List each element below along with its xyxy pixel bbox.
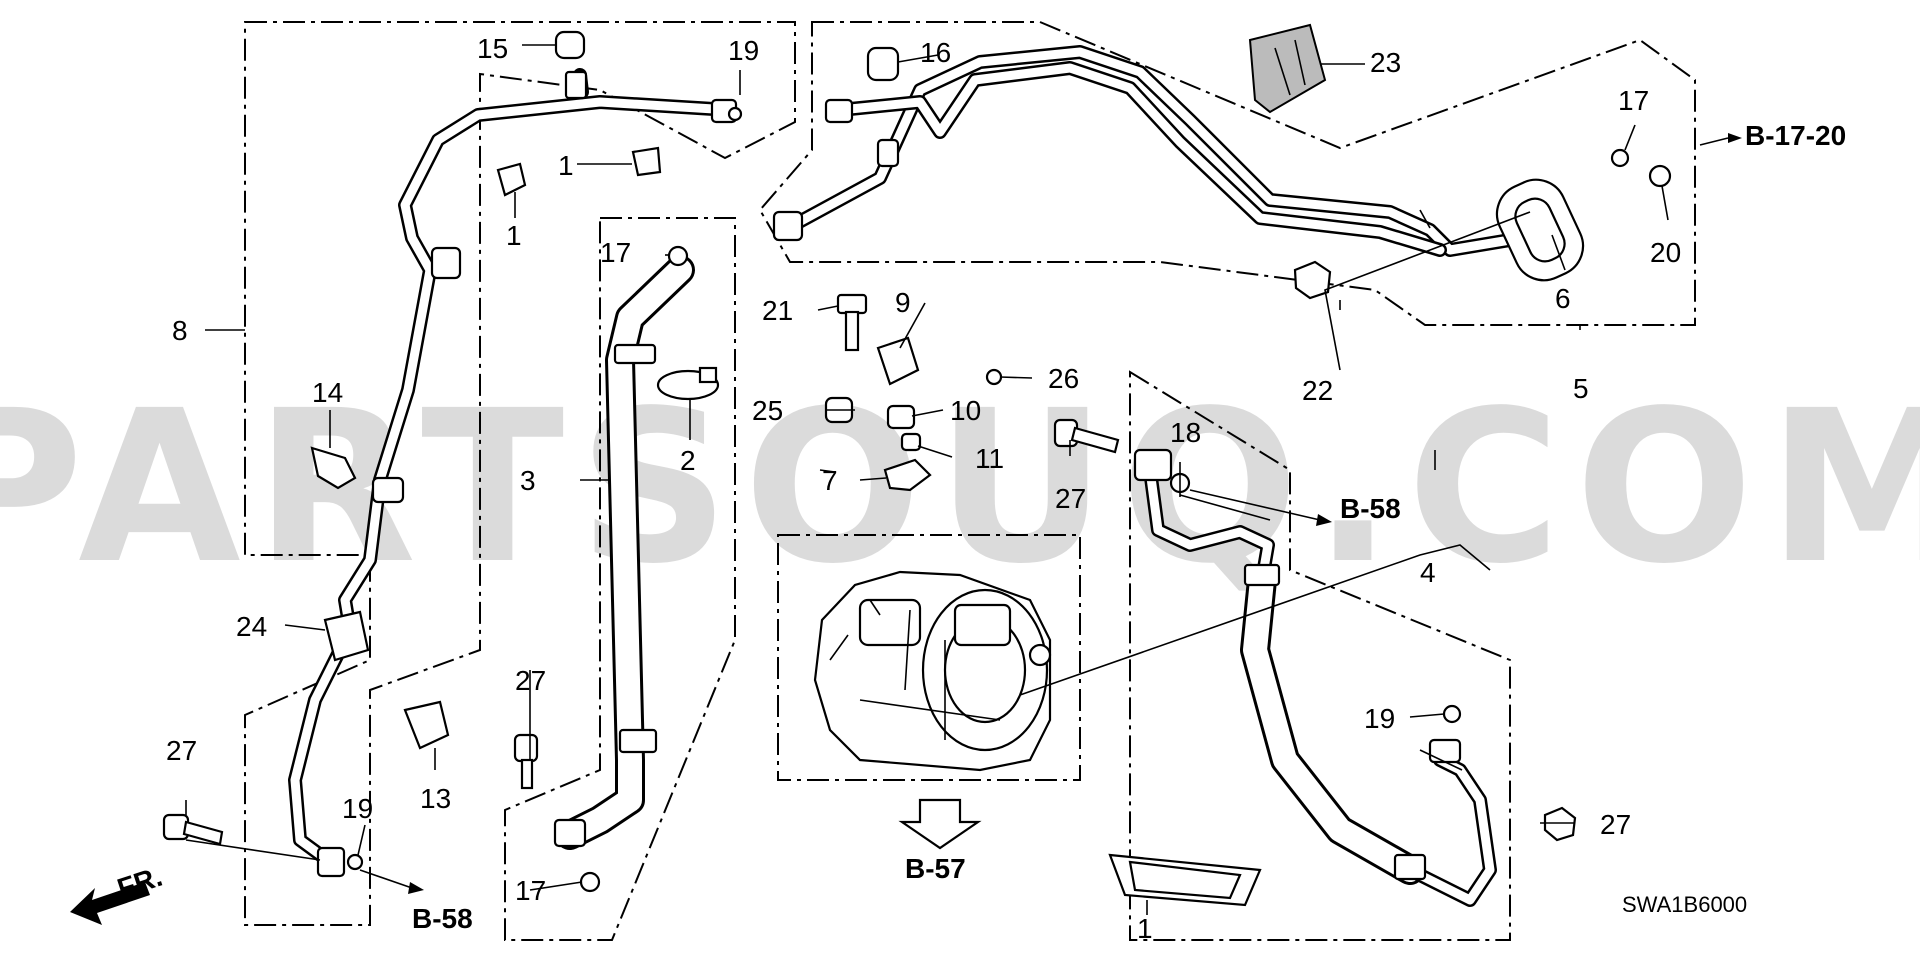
part-11-grommet bbox=[886, 404, 916, 430]
part-19-orings bbox=[346, 106, 1672, 871]
callout-16: 16 bbox=[920, 37, 951, 68]
part-23-clip bbox=[323, 610, 370, 662]
callout-12: 11 bbox=[975, 443, 1004, 474]
part-2-label bbox=[1108, 853, 1262, 907]
callout-15: 15 bbox=[477, 33, 508, 64]
seal-plate-7 bbox=[1495, 178, 1585, 282]
callout-5: 4 bbox=[1420, 557, 1436, 588]
callout-18-right: 19 bbox=[1364, 703, 1395, 734]
ref-b58-bottom[interactable]: B-58 bbox=[359, 869, 473, 934]
callout-1-top: 1 bbox=[558, 150, 574, 181]
callout-19-top: 19 bbox=[728, 35, 759, 66]
callout-18-top: 18 bbox=[1170, 417, 1201, 448]
part-27-bolts bbox=[162, 418, 1120, 846]
svg-text:B-58: B-58 bbox=[1340, 493, 1401, 524]
part-3-band bbox=[656, 366, 720, 401]
callout-19-left: 19 bbox=[342, 793, 373, 824]
callout-2: 1 bbox=[1137, 913, 1153, 944]
callout-27-hose4: 27 bbox=[515, 665, 546, 696]
svg-text:B-57: B-57 bbox=[905, 853, 966, 884]
part-17-orings bbox=[579, 148, 1630, 893]
group-boundary-8 bbox=[244, 21, 796, 926]
front-label: FR. bbox=[114, 861, 166, 904]
part-26-nut bbox=[1543, 806, 1577, 842]
callout-22: 23 bbox=[1370, 47, 1401, 78]
callout-1-left: 1 bbox=[506, 220, 522, 251]
callout-7: 6 bbox=[1555, 283, 1571, 314]
part-1-clip-b bbox=[631, 146, 662, 177]
ref-b57[interactable]: B-57 bbox=[898, 798, 982, 884]
group-boundary-6 bbox=[758, 21, 1696, 326]
compressor bbox=[813, 570, 1052, 772]
callout-14: 14 bbox=[312, 377, 343, 408]
callout-27-left: 27 bbox=[166, 735, 197, 766]
ref-b1720[interactable]: B-17-20 bbox=[1699, 120, 1846, 151]
part-15-cap bbox=[554, 30, 586, 60]
callout-6: 5 bbox=[1573, 373, 1589, 404]
callout-11: 10 bbox=[950, 395, 981, 426]
svg-text:B-17-20: B-17-20 bbox=[1745, 120, 1846, 151]
callout-17-hose4-top: 17 bbox=[600, 237, 631, 268]
callout-25: 26 bbox=[1048, 363, 1079, 394]
callout-26: 27 bbox=[1600, 809, 1631, 840]
callout-3: 2 bbox=[680, 445, 696, 476]
compressor-boundary bbox=[777, 534, 1081, 781]
group-boundary-4 bbox=[504, 217, 736, 941]
hose-4 bbox=[553, 255, 695, 850]
callout-9: 7 bbox=[822, 465, 838, 496]
callout-27-mid: 27 bbox=[1055, 483, 1086, 514]
pipe-6 bbox=[772, 45, 1517, 257]
part-25-nut bbox=[985, 368, 1003, 386]
callout-10: 9 bbox=[895, 287, 911, 318]
callout-20: 21 bbox=[762, 295, 793, 326]
callout-19-right: 20 bbox=[1650, 237, 1681, 268]
part-22-connector bbox=[1248, 23, 1327, 114]
callout-4: 3 bbox=[520, 465, 536, 496]
ref-b58-top[interactable]: B-58 bbox=[1189, 489, 1401, 526]
part-21-nut bbox=[1293, 260, 1332, 300]
callout-21: 22 bbox=[1302, 375, 1333, 406]
watermark: PARTSOUQ.COM bbox=[0, 365, 1920, 610]
part-9-bracket bbox=[883, 458, 932, 492]
callout-17-hose4-bottom: 17 bbox=[515, 875, 546, 906]
part-20-bolt bbox=[836, 293, 868, 352]
part-16-cap bbox=[866, 46, 900, 82]
leader-lines bbox=[185, 44, 1669, 915]
part-1-clip-a bbox=[496, 162, 527, 197]
callout-8: 8 bbox=[172, 315, 188, 346]
part-14-switch bbox=[310, 446, 357, 490]
part-12-grommet bbox=[900, 432, 922, 452]
callout-23: 24 bbox=[236, 611, 267, 642]
callout-13: 13 bbox=[420, 783, 451, 814]
part-13-clip bbox=[403, 700, 450, 750]
callout-24: 25 bbox=[752, 395, 783, 426]
diagram-code: SWA1B6000 bbox=[1622, 892, 1747, 917]
front-arrow-icon: FR. bbox=[70, 861, 166, 925]
group-boundary-5 bbox=[1129, 370, 1511, 941]
svg-text:B-58: B-58 bbox=[412, 903, 473, 934]
callout-17-right: 17 bbox=[1618, 85, 1649, 116]
part-10-clamp bbox=[876, 336, 920, 386]
